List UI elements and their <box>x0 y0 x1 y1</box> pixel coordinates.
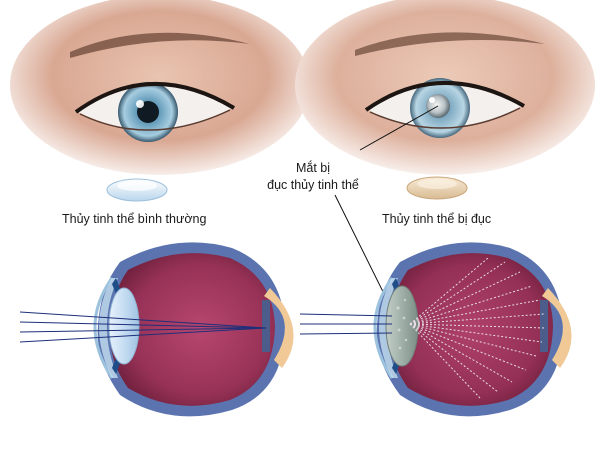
cloudy-lens-disc <box>406 176 468 200</box>
callout-line-to-eye <box>359 105 439 151</box>
cataract-callout: Mắt bị đục thủy tinh thể <box>258 160 368 194</box>
callout-line-2: đục thủy tinh thể <box>267 178 359 192</box>
cataract-eye-photo <box>295 0 595 175</box>
cataract-eye-cross-section <box>299 242 572 417</box>
normal-eye-photo <box>10 0 310 175</box>
callout-line-1: Mắt bị <box>295 161 331 175</box>
normal-lens-label: Thủy tinh thể bình thường <box>62 212 207 226</box>
normal-eye-cross-section <box>19 242 294 417</box>
cataract-lens-label: Thủy tinh thể bị đục <box>382 212 492 226</box>
clear-lens-disc <box>106 178 168 202</box>
